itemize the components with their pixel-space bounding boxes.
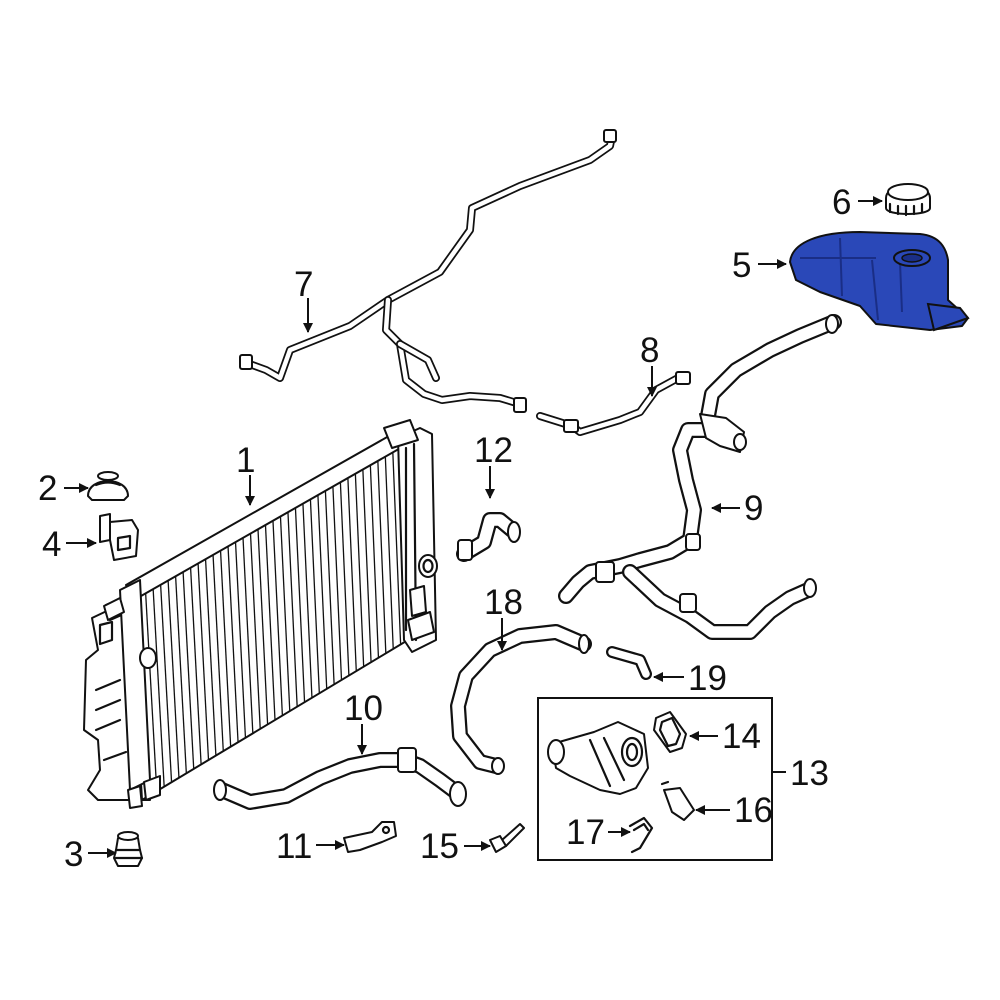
callout-labels: 1 2 3 4 5 6 7 8 9 10 11 12 13 14 15 16 1… [38, 183, 851, 874]
radiator-fin [241, 527, 254, 734]
callout-19: 19 [688, 659, 727, 698]
radiator-fin [151, 577, 165, 787]
radiator-fin [324, 481, 335, 685]
callout-6: 6 [832, 183, 851, 222]
radiator-fin [331, 477, 343, 681]
small-hose-19[interactable] [606, 646, 652, 680]
leader-lines [64, 196, 883, 858]
callout-4: 4 [42, 525, 61, 564]
radiator-fin [279, 506, 291, 712]
callout-2: 2 [38, 469, 57, 508]
radiator-fin [234, 531, 247, 738]
radiator-fin [249, 523, 261, 729]
radiator[interactable] [83, 419, 438, 809]
radiator-fin [174, 564, 187, 774]
reservoir-cap-6[interactable] [885, 183, 931, 217]
drain-plug-4[interactable] [99, 513, 139, 561]
radiator-fin [391, 444, 402, 645]
callout-5: 5 [732, 246, 751, 285]
radiator-fin [271, 510, 284, 716]
lower-hose-10[interactable] [213, 747, 467, 810]
sensor-harness-8[interactable] [536, 371, 691, 436]
callout-12: 12 [474, 431, 513, 470]
hose-elbow-12[interactable] [456, 512, 521, 562]
radiator-fin [144, 581, 158, 792]
radiator-fin [181, 560, 195, 769]
radiator-fin [219, 539, 232, 747]
radiator-fin [346, 469, 357, 672]
callout-9: 9 [744, 489, 763, 528]
coolant-reservoir-5[interactable] [789, 231, 970, 332]
callout-8: 8 [640, 331, 659, 370]
callout-10: 10 [344, 689, 383, 728]
bracket-11[interactable] [343, 821, 397, 853]
radiator-fin [361, 460, 372, 663]
radiator-fin [204, 548, 217, 756]
callout-14: 14 [722, 717, 761, 756]
callout-1: 1 [236, 441, 255, 480]
radiator-fin [159, 573, 173, 783]
thermostat-housing-group-13 [537, 697, 773, 861]
clip-17[interactable] [628, 816, 654, 854]
radiator-fin [316, 485, 328, 689]
callout-16: 16 [734, 791, 773, 830]
radiator-fin [339, 473, 350, 676]
radiator-fin [211, 544, 224, 752]
temp-sensor-16[interactable] [660, 780, 695, 821]
radiator-fin [189, 556, 202, 765]
radiator-hose-9[interactable] [558, 314, 842, 640]
bypass-hose-18[interactable] [450, 624, 592, 775]
callout-3: 3 [64, 835, 83, 874]
overflow-tube-7[interactable] [239, 129, 617, 413]
radiator-fin [354, 464, 365, 667]
radiator-fin [301, 494, 313, 698]
callout-18: 18 [484, 583, 523, 622]
callout-13: 13 [790, 754, 829, 793]
radiator-fin [369, 456, 380, 658]
radiator-fin [166, 569, 180, 778]
radiator-fin [286, 502, 298, 707]
radiator-fin [384, 448, 394, 649]
callout-11: 11 [276, 827, 312, 866]
radiator-fin [256, 519, 269, 725]
radiator-fin [196, 552, 210, 761]
isolator-3[interactable] [113, 831, 144, 867]
grommet-2[interactable] [87, 471, 129, 501]
thermostat-housing[interactable] [547, 721, 649, 795]
callout-17: 17 [566, 813, 605, 852]
callout-7: 7 [294, 265, 313, 304]
radiator-fin [264, 514, 276, 721]
callout-15: 15 [420, 827, 459, 866]
radiator-fin [309, 489, 320, 694]
gasket-14[interactable] [653, 711, 687, 753]
radiator-fin [376, 452, 387, 654]
radiator-fin [226, 535, 239, 743]
bolt-15[interactable] [489, 823, 525, 853]
radiator-fin [294, 498, 306, 703]
